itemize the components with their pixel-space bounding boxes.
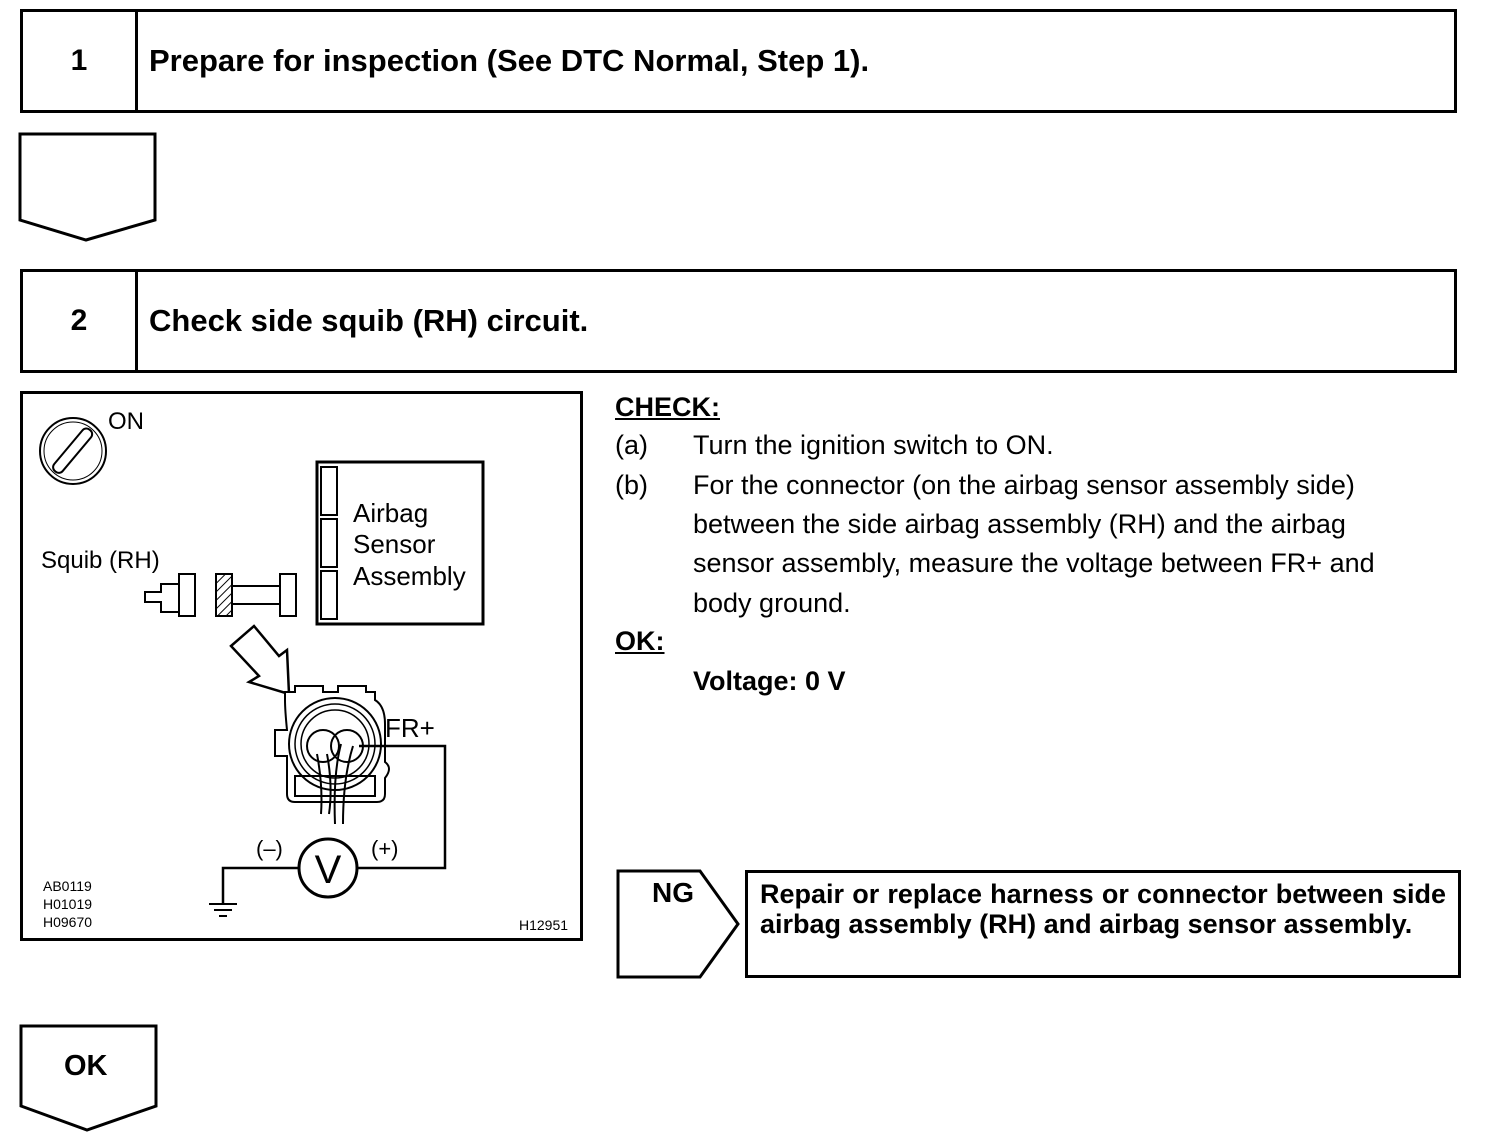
positive-lead xyxy=(355,744,447,870)
step-2-box: 2 Check side squib (RH) circuit. xyxy=(20,269,1457,373)
ng-action-box: Repair or replace harness or connector b… xyxy=(745,870,1461,978)
check-b-line-3: sensor assembly, measure the voltage bet… xyxy=(693,548,1375,578)
circuit-diagram: ON Airbag Sensor Assembly Squib (RH) xyxy=(39,408,568,933)
fr-plus-label: FR+ xyxy=(385,713,435,743)
airbag-sensor-assembly xyxy=(315,460,485,626)
squib-connector xyxy=(144,573,196,617)
ok-arrow-label: OK xyxy=(64,1050,108,1082)
ok-heading: OK: xyxy=(615,626,665,656)
sensor-label-1: Airbag xyxy=(353,498,428,528)
negative-label: (–) xyxy=(256,836,283,861)
figure-code-1: AB0119 xyxy=(43,878,92,894)
view-arrow-icon xyxy=(229,624,291,696)
check-b-line-4: body ground. xyxy=(693,588,851,618)
figure-id: H12951 xyxy=(519,917,568,933)
step-1-title: Prepare for inspection (See DTC Normal, … xyxy=(149,43,870,78)
step-1-number: 1 xyxy=(23,12,138,110)
ignition-key-icon xyxy=(39,417,107,485)
on-label: ON xyxy=(108,408,144,435)
sensor-label-2: Sensor xyxy=(353,529,436,559)
positive-label: (+) xyxy=(371,836,399,861)
check-b-marker: (b) xyxy=(615,470,648,500)
next-arrow-icon xyxy=(18,132,157,242)
ng-arrow-icon xyxy=(616,869,740,979)
sensor-label-3: Assembly xyxy=(353,561,466,591)
voltmeter-icon: V xyxy=(297,837,359,899)
ng-label: NG xyxy=(652,877,694,908)
connector-front-view xyxy=(274,685,390,825)
step-1-box: 1 Prepare for inspection (See DTC Normal… xyxy=(20,9,1457,113)
negative-lead xyxy=(221,866,301,904)
figure-code-2: H01019 xyxy=(43,896,92,912)
harness-connector xyxy=(215,573,297,617)
ground-icon xyxy=(209,903,237,917)
check-b-line-2: between the side airbag assembly (RH) an… xyxy=(693,509,1346,539)
check-a-marker: (a) xyxy=(615,430,648,460)
check-b-line-1: For the connector (on the airbag sensor … xyxy=(693,470,1355,500)
check-a-text: Turn the ignition switch to ON. xyxy=(693,430,1054,460)
figure-code-3: H09670 xyxy=(43,914,92,930)
check-heading: CHECK: xyxy=(615,392,720,422)
step-2-number: 2 xyxy=(23,272,138,370)
ok-voltage-spec: Voltage: 0 V xyxy=(693,666,846,696)
step-2-title: Check side squib (RH) circuit. xyxy=(149,303,589,338)
ok-arrow-icon xyxy=(19,1024,158,1132)
voltmeter-symbol: V xyxy=(315,848,342,892)
squib-label: Squib (RH) xyxy=(41,547,160,574)
wiring-figure: ON Airbag Sensor Assembly Squib (RH) xyxy=(20,391,583,941)
